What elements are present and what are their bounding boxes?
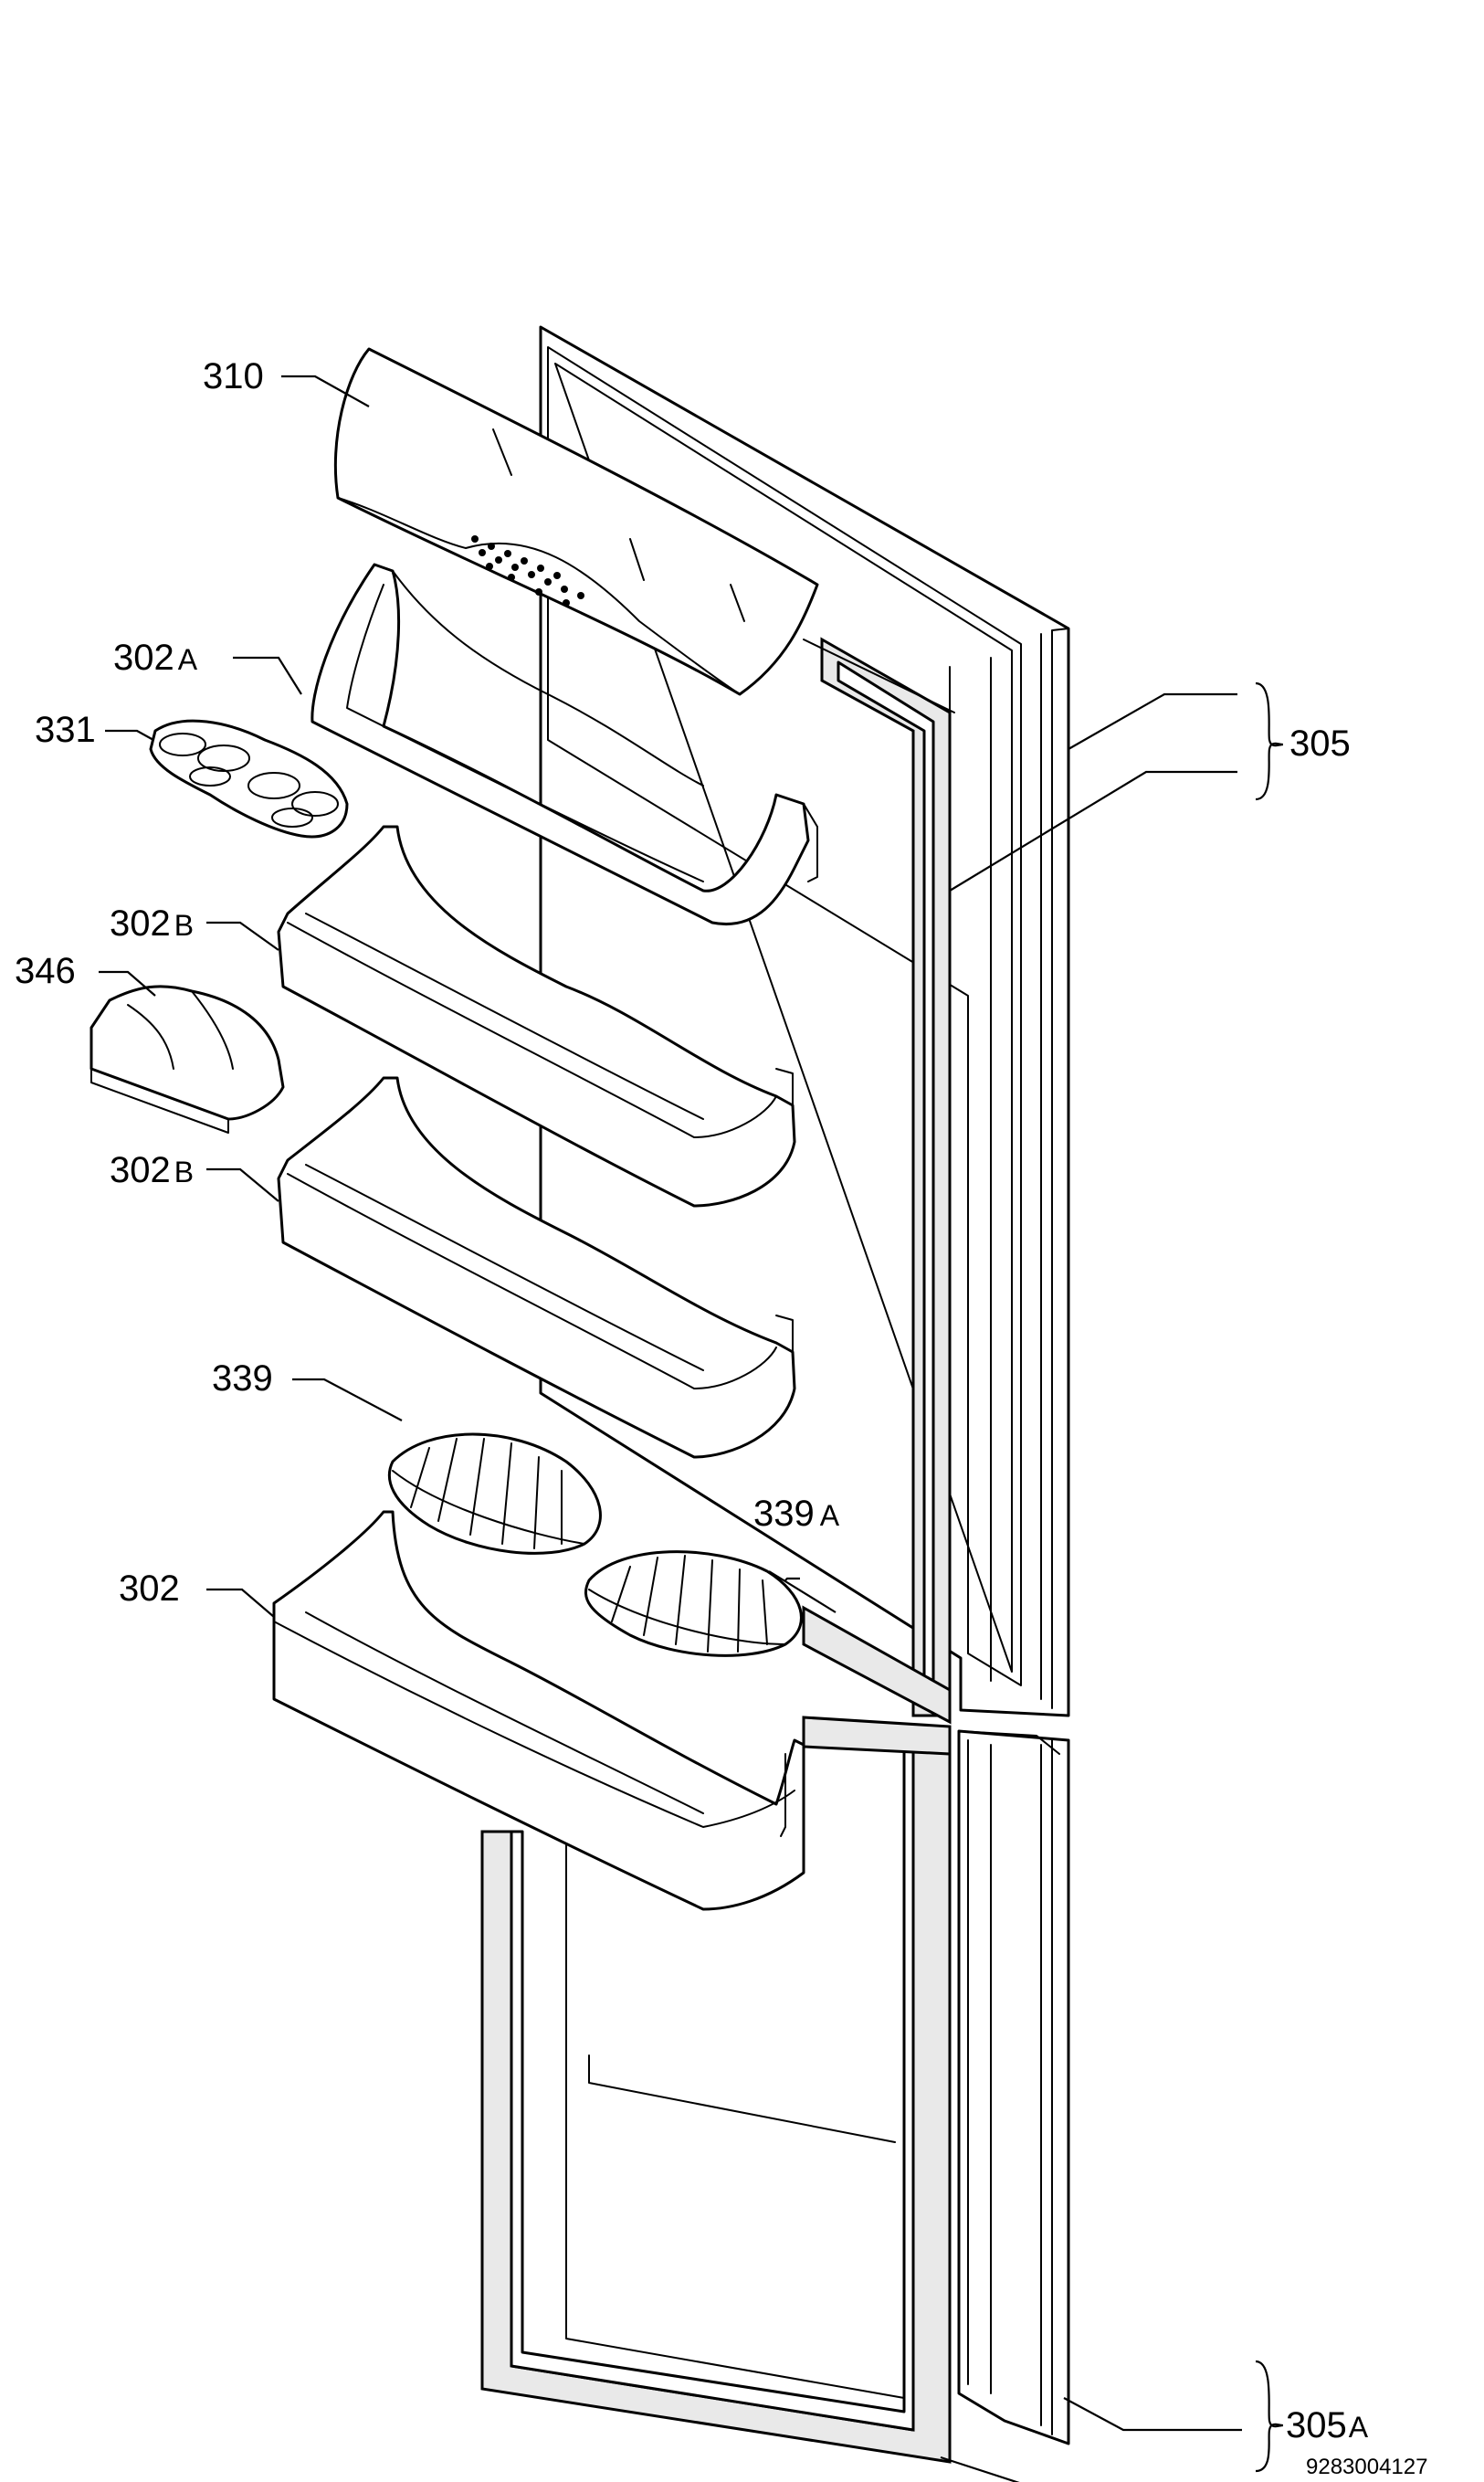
upper-door-gasket [802, 637, 955, 1725]
part-339a-egg-holder [584, 1550, 803, 1657]
drawing-code: 9283004127 [1306, 2455, 1427, 2479]
lid-vent-holes [471, 535, 584, 607]
part-331-egg-tray [149, 719, 349, 839]
leader-lines [99, 375, 1242, 2482]
lower-door-panel [957, 1729, 1070, 2445]
callout-305a: 305A [1286, 2405, 1369, 2445]
part-302b-door-shelf-upper [277, 825, 796, 1208]
brace-305a [1255, 2360, 1284, 2473]
brace-305 [1255, 681, 1284, 801]
callout-305: 305 [1289, 723, 1351, 764]
part-310-shelf-lid [333, 347, 819, 696]
callout-310: 310 [203, 356, 264, 396]
part-346-butter-dish [89, 985, 285, 1134]
part-302-bottle-shelf [272, 1510, 805, 1911]
part-302b-door-shelf-lower [277, 1076, 796, 1459]
part-339-egg-holder [387, 1432, 602, 1555]
callout-339: 339 [212, 1358, 273, 1399]
callout-331: 331 [35, 710, 96, 750]
lower-door-gasket [480, 1716, 952, 2464]
part-302a-door-shelf [310, 563, 818, 925]
callout-302: 302 [119, 1568, 180, 1609]
callout-346: 346 [15, 951, 76, 991]
